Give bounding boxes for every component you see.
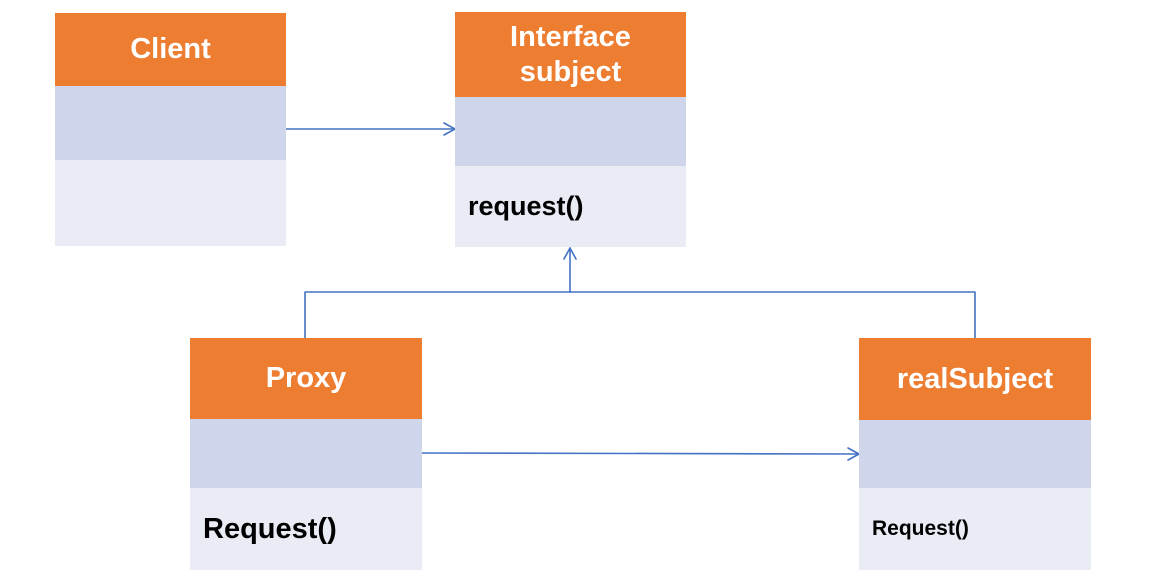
realsubject-method: Request() — [859, 488, 1091, 570]
subject-method: request() — [455, 166, 686, 247]
proxy-to-realsubject-arrow — [421, 452, 860, 455]
client-attributes — [55, 86, 286, 160]
subject-class-name: Interface subject — [455, 12, 686, 97]
realsubject-attributes — [859, 420, 1091, 488]
client-methods — [55, 160, 286, 246]
realsubject-class: realSubject Request() — [859, 338, 1091, 570]
client-class-name: Client — [55, 13, 286, 86]
proxy-attributes — [190, 419, 422, 488]
subject-class: Interface subject request() — [455, 12, 686, 247]
realsubject-class-name: realSubject — [859, 338, 1091, 420]
subject-attributes — [455, 97, 686, 166]
shared-to-subject-arrowhead — [563, 247, 577, 260]
proxy-class-name: Proxy — [190, 338, 422, 419]
proxy-method: Request() — [190, 488, 422, 570]
proxy-to-subject-line — [304, 291, 571, 339]
client-class: Client — [55, 13, 286, 246]
proxy-class: Proxy Request() — [190, 338, 422, 570]
realsubject-to-subject-line — [569, 291, 976, 339]
